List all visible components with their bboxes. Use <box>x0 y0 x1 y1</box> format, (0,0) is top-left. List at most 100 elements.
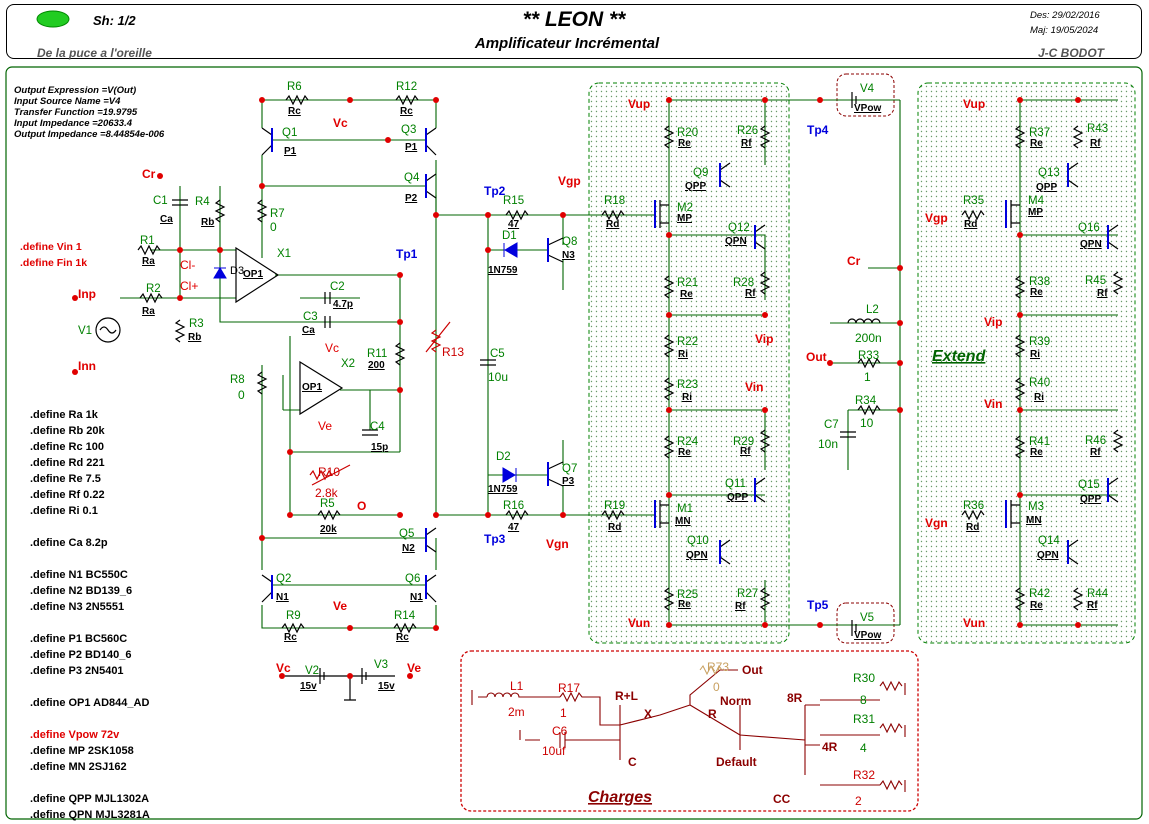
analysis-line: Input Source Name =V4 <box>14 96 121 107</box>
label-r20: R20 <box>677 127 698 139</box>
svg-text:15p: 15p <box>371 442 388 453</box>
svg-text:CC: CC <box>773 792 791 806</box>
svg-text:QPN: QPN <box>686 550 708 561</box>
svg-text:Cr: Cr <box>847 254 861 268</box>
resistor-r39 <box>1014 334 1026 358</box>
label-q15: Q15 <box>1078 479 1100 491</box>
capacitor-c2 <box>324 292 331 304</box>
diode-d1 <box>503 242 518 258</box>
charges-switch-labels: R+L X R C Norm Default Out 8R 4R CC <box>615 663 838 806</box>
define-line <box>30 679 150 695</box>
label-r24: R24 <box>677 436 699 448</box>
resistor-r21 <box>663 275 675 299</box>
label-r34: R34 <box>855 395 877 407</box>
svg-text:R17: R17 <box>558 681 580 695</box>
resistor-r24 <box>663 435 675 459</box>
label-r5: R5 <box>320 498 335 510</box>
svg-text:Ra: Ra <box>142 306 155 317</box>
svg-text:Rc: Rc <box>284 632 297 643</box>
label-r44: R44 <box>1087 588 1109 600</box>
transistor-q2 <box>261 574 273 603</box>
define-line: .define P1 BC560C <box>30 633 128 645</box>
svg-text:Re: Re <box>678 447 691 458</box>
svg-text:R: R <box>708 707 717 721</box>
svg-text:Rf: Rf <box>741 138 752 149</box>
svg-text:Tp2: Tp2 <box>484 184 506 198</box>
diode-d3 <box>213 267 227 279</box>
label-q7: Q7 <box>562 463 577 475</box>
label-r4: R4 <box>195 196 210 208</box>
opamp-x2 <box>299 360 344 416</box>
label-r11: R11 <box>367 348 387 360</box>
page-subtitle: Amplificateur Incrémental <box>474 35 660 52</box>
resistor-r1 <box>137 244 161 256</box>
variable-resistors <box>309 321 451 486</box>
svg-text:Re: Re <box>1030 138 1043 149</box>
svg-text:Rd: Rd <box>606 219 619 230</box>
svg-text:P3: P3 <box>562 476 575 487</box>
svg-text:.define Vin 1: .define Vin 1 <box>20 241 82 253</box>
resistor-r33 <box>857 357 881 369</box>
svg-text:Vc: Vc <box>276 661 291 675</box>
potentiometer-r13 <box>425 321 451 353</box>
resistor-r15 <box>505 209 529 221</box>
svg-text:Vip: Vip <box>755 332 773 346</box>
label-x2: X2 <box>341 358 355 370</box>
svg-text:R32: R32 <box>853 768 875 782</box>
label-q12: Q12 <box>728 222 750 234</box>
extend-block <box>917 82 1136 644</box>
svg-text:R13: R13 <box>442 345 464 359</box>
transistor-q8 <box>547 237 564 263</box>
charges-circuit <box>471 669 906 792</box>
resistor-r41 <box>1014 435 1026 459</box>
svg-text:QPP: QPP <box>685 181 706 192</box>
resistor-r36 <box>961 509 985 521</box>
capacitor-c1 <box>172 199 188 206</box>
label-r41: R41 <box>1029 436 1050 448</box>
resistor-r20 <box>663 125 675 149</box>
schematic-frame <box>5 66 1143 820</box>
resistor-r14 <box>393 622 417 634</box>
resistor-r45 <box>1112 271 1124 295</box>
define-line: .define Ca 8.2p <box>30 537 108 549</box>
label-q13: Q13 <box>1038 167 1060 179</box>
resistor-r37 <box>1014 125 1026 149</box>
svg-text:MP: MP <box>677 213 692 224</box>
resistor-r28 <box>759 271 771 295</box>
label-r19: R19 <box>604 500 625 512</box>
label-r16: R16 <box>503 500 524 512</box>
transistor-q1 <box>261 127 273 156</box>
svg-text:Vc: Vc <box>333 116 348 130</box>
svg-text:C: C <box>628 755 637 769</box>
define-line <box>30 775 150 791</box>
date-modified: Maj: 19/05/2024 <box>1030 25 1098 36</box>
svg-text:VPow: VPow <box>854 103 881 114</box>
svg-text:Tp4: Tp4 <box>807 123 829 137</box>
label-r42: R42 <box>1029 588 1050 600</box>
svg-text:200n: 200n <box>855 331 882 345</box>
define-line: .define Ra 1k <box>30 409 98 421</box>
svg-text:Default: Default <box>716 755 757 769</box>
define-line <box>30 711 150 727</box>
svg-text:N1: N1 <box>276 592 289 603</box>
svg-text:20k: 20k <box>320 524 337 535</box>
label-q8: Q8 <box>562 236 577 248</box>
label-q14: Q14 <box>1038 535 1060 547</box>
define-line <box>30 551 150 567</box>
svg-text:R30: R30 <box>853 671 875 685</box>
label-r14: R14 <box>394 610 416 622</box>
transistor-q3 <box>425 127 437 156</box>
svg-text:Vc: Vc <box>325 341 339 355</box>
svg-text:2m: 2m <box>508 705 525 719</box>
supply-v2 <box>285 668 395 684</box>
svg-text:15v: 15v <box>300 681 317 692</box>
svg-text:1: 1 <box>560 706 567 720</box>
resistor-r43 <box>1072 125 1084 149</box>
resistor-r23 <box>663 377 675 401</box>
svg-text:0: 0 <box>270 220 277 234</box>
svg-text:Ca: Ca <box>160 214 173 225</box>
